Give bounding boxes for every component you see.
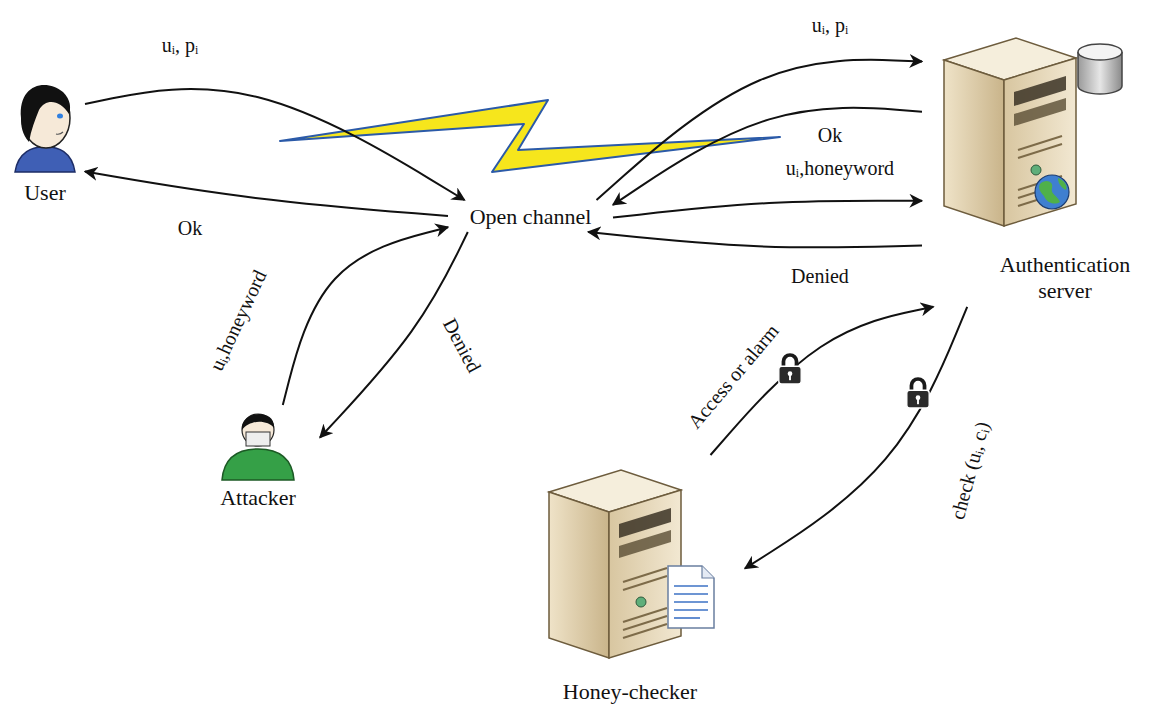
edge-label: Ok [175,217,205,240]
node-label: Honey-checker [563,679,697,705]
attacker-node: Attacker [196,405,320,513]
honey-checker-node: Honey-checker [515,455,745,707]
flow-arrow [613,201,922,218]
user-icon [15,85,75,172]
edge-label: uᵢ, pᵢ [159,34,202,57]
server-node: Authentication server [922,28,1148,307]
edge-label: uᵢ, pᵢ [809,14,852,37]
server-icon [944,38,1122,226]
node-label: Attacker [220,485,296,511]
edge-label: uᵢ,honeyword [203,263,272,376]
node-label: Authentication server [982,252,1148,305]
user-node: User [5,78,85,208]
edge-label: Access or alarm [681,317,785,435]
lock-icon [907,379,929,408]
flow-arrow [85,172,448,216]
lock-icon [779,355,801,384]
edge-label: Ok [815,124,845,147]
node-label: Open channel [470,204,592,230]
node-label: User [24,180,66,206]
attacker-icon [222,414,294,480]
flow-arrow [613,108,922,205]
flow-arrow [745,307,967,569]
edge-label: check (uᵢ, cᵢ) [945,416,995,525]
flow-arrow [283,227,448,405]
channel-node: Open channel [448,200,613,232]
honey-checker-icon [549,470,714,658]
edge-label: Denied [437,311,487,378]
flow-arrow [588,232,922,247]
edge-label: Denied [788,265,852,288]
flow-arrow [597,60,923,200]
flow-arrow [85,89,465,200]
edge-label: uᵢ,honeyword [783,157,897,180]
